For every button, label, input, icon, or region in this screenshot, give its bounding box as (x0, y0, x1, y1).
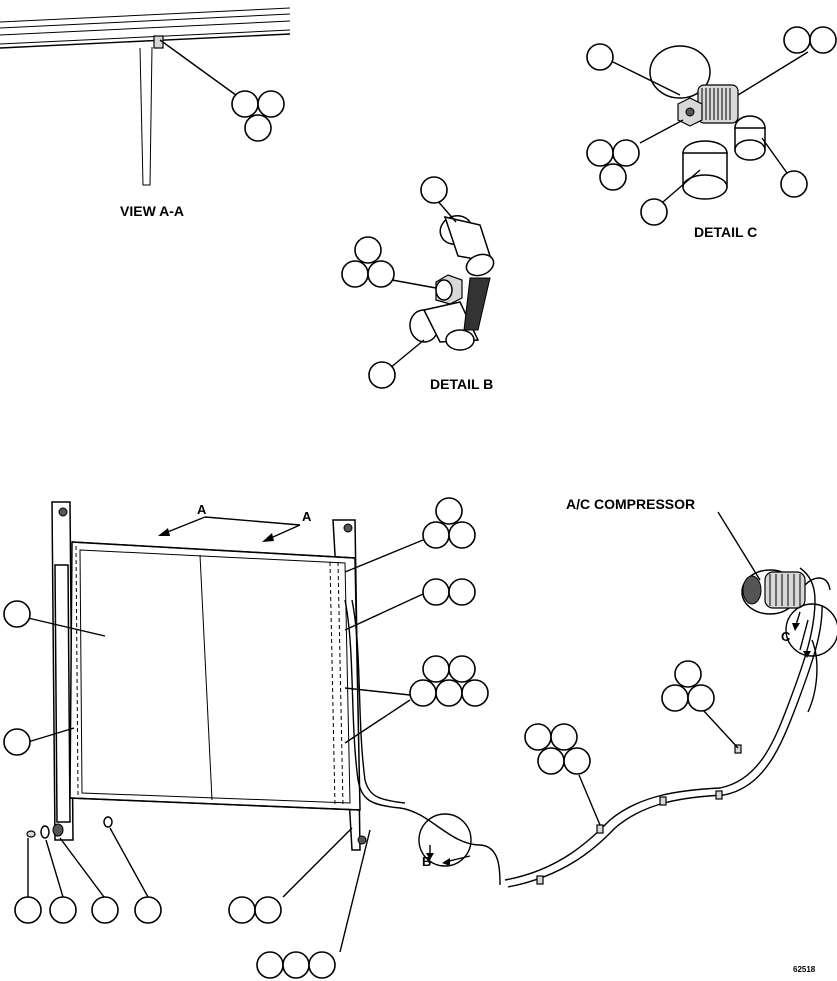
callout-circle (612, 139, 640, 167)
figure-number: 62518 (793, 965, 816, 974)
callout-circle (461, 679, 489, 707)
callout-circle (537, 747, 565, 775)
section-a-left-label: A (197, 502, 207, 517)
callout-circle (341, 260, 369, 288)
condenser-assembly: A A B A/C COMPRESSOR C (3, 496, 837, 979)
callout-circle (661, 684, 689, 712)
ac-compressor (741, 569, 831, 615)
callout-circle (354, 236, 382, 264)
callout-circle (599, 163, 627, 191)
detail-b-label: DETAIL B (430, 376, 493, 392)
callout-circle (435, 497, 463, 525)
callout-circle (780, 170, 808, 198)
callout-circle (586, 43, 614, 71)
view-aa-label: VIEW A-A (120, 203, 184, 219)
marker-c-label: C (781, 629, 791, 644)
callout-circle (420, 176, 448, 204)
callout-circle (257, 90, 285, 118)
detail-c-group: DETAIL C (586, 26, 837, 240)
callout-circle (91, 896, 119, 924)
callout-circle (448, 655, 476, 683)
callout-circle (586, 139, 614, 167)
callout-circle (422, 578, 450, 606)
callout-circle (409, 679, 437, 707)
compressor-label: A/C COMPRESSOR (566, 496, 695, 512)
callout-circle (244, 114, 272, 142)
callout-circle (640, 198, 668, 226)
detail-c-label: DETAIL C (694, 224, 757, 240)
callout-circle (674, 660, 702, 688)
callout-circle (14, 896, 42, 924)
marker-b-label: B (422, 854, 431, 869)
callout-circle (783, 26, 811, 54)
callout-circle (256, 951, 284, 979)
callout-circle (422, 521, 450, 549)
callout-circle (524, 723, 552, 751)
callout-circle (254, 896, 282, 924)
callout-circle (563, 747, 591, 775)
callout-circle (435, 679, 463, 707)
callout-circle (228, 896, 256, 924)
callout-circle (550, 723, 578, 751)
callout-circle (687, 684, 715, 712)
callout-circle (448, 521, 476, 549)
callout-circle (422, 655, 450, 683)
section-a-right-label: A (302, 509, 312, 524)
callout-circle (134, 896, 162, 924)
callout-circle (809, 26, 837, 54)
view-aa-group: VIEW A-A (0, 7, 291, 219)
callout-circle (282, 951, 310, 979)
callout-circle (231, 90, 259, 118)
callout-circle (3, 728, 31, 756)
callout-circle (3, 600, 31, 628)
detail-b-group: DETAIL B (341, 176, 495, 392)
callout-circle (308, 951, 336, 979)
callout-circle (448, 578, 476, 606)
callout-circle (49, 896, 77, 924)
callout-circle (368, 361, 396, 389)
callout-circle (367, 260, 395, 288)
